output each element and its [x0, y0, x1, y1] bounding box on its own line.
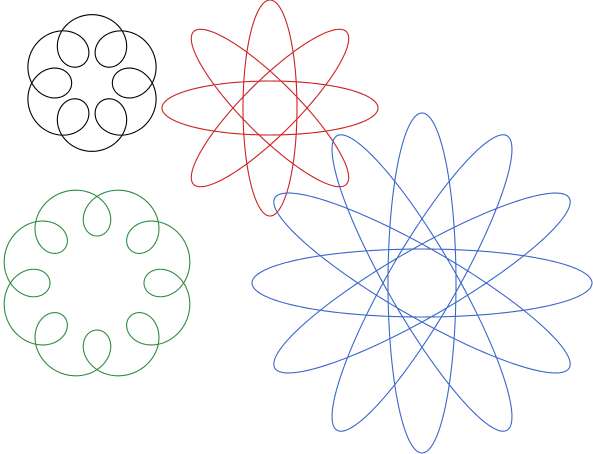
red-rose-curve: [161, 0, 379, 217]
green-loop-curve: [3, 189, 191, 377]
blue-rose-curve: [251, 112, 593, 454]
black-loop-curve: [27, 14, 157, 152]
